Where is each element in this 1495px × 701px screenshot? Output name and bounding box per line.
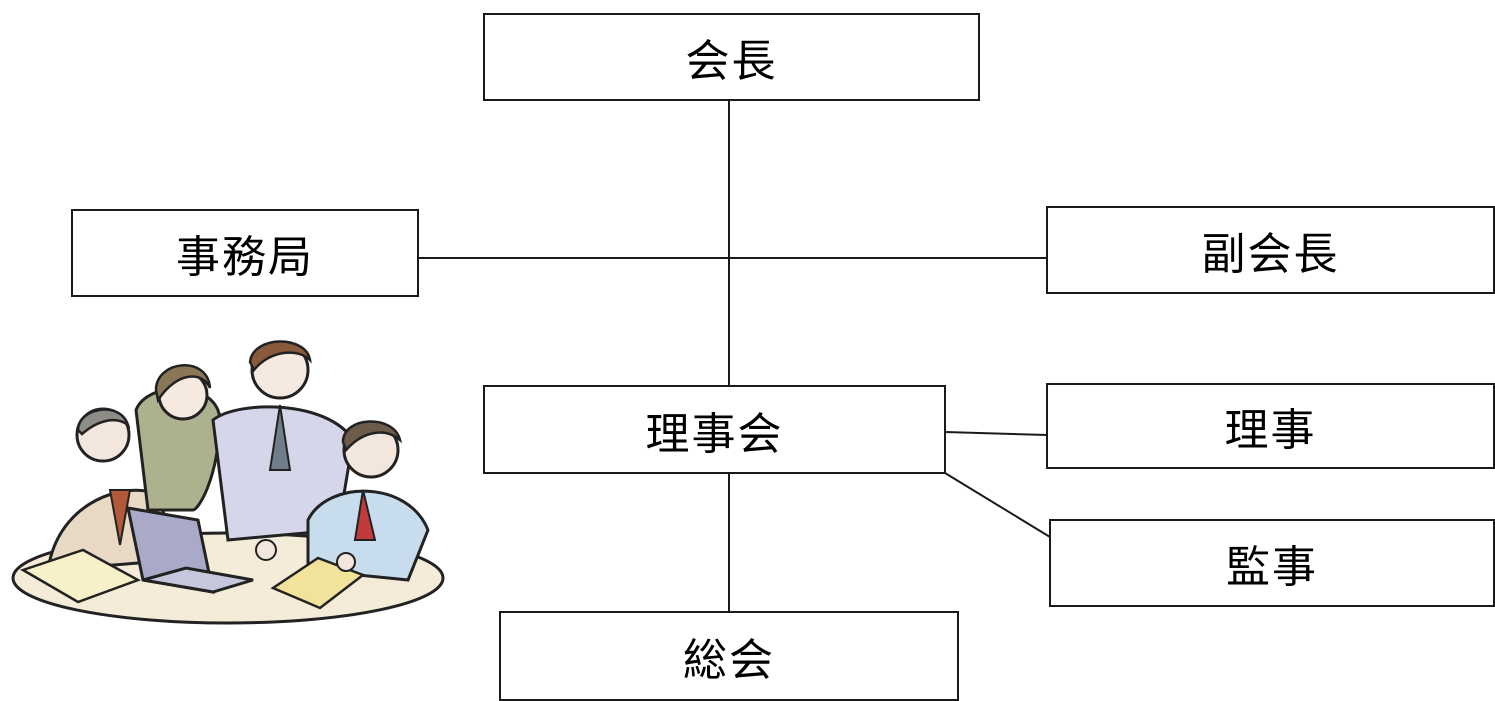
- vice-president-label: 副会長: [1201, 229, 1340, 280]
- auditor-label: 監事: [1226, 542, 1318, 593]
- director-box: 理事: [1046, 383, 1495, 469]
- president-box: 会長: [483, 13, 980, 101]
- president-label: 会長: [685, 36, 778, 87]
- general-assembly-label: 総会: [683, 635, 775, 686]
- general-assembly-box: 総会: [499, 611, 959, 701]
- line-board-to-director: [944, 431, 1048, 436]
- board-label: 理事会: [645, 408, 784, 460]
- line-board-to-auditor: [944, 472, 1051, 538]
- auditor-box: 監事: [1049, 519, 1495, 607]
- vice-president-box: 副会長: [1046, 206, 1495, 294]
- board-box: 理事会: [483, 385, 946, 474]
- secretariat-label: 事務局: [176, 232, 314, 283]
- business-meeting-clipart: [11, 340, 445, 625]
- secretariat-box: 事務局: [71, 209, 419, 297]
- director-label: 理事: [1224, 405, 1317, 456]
